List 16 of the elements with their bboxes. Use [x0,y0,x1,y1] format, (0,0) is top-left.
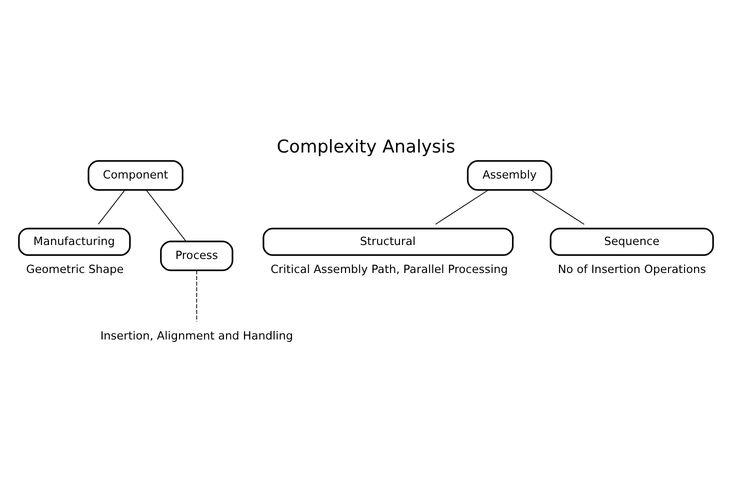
node-label: No of Insertion Operations [558,262,706,276]
connector [146,190,186,242]
connector [435,190,489,225]
node-label: Critical Assembly Path, Parallel Processing [270,262,508,276]
node-box: Structural [262,228,514,256]
node-text: Insertion, Alignment and Handling [100,329,294,342]
connector [530,190,585,225]
node-box: Assembly [466,160,552,191]
node-box: Component [88,160,184,191]
node-label: Geometric Shape [26,262,124,276]
connector [196,270,198,322]
node-box: Manufacturing [18,228,131,256]
node-box: Process [160,240,234,272]
node-box: Sequence [550,228,714,256]
connector [98,190,126,225]
diagram-title: Complexity Analysis [276,138,456,158]
